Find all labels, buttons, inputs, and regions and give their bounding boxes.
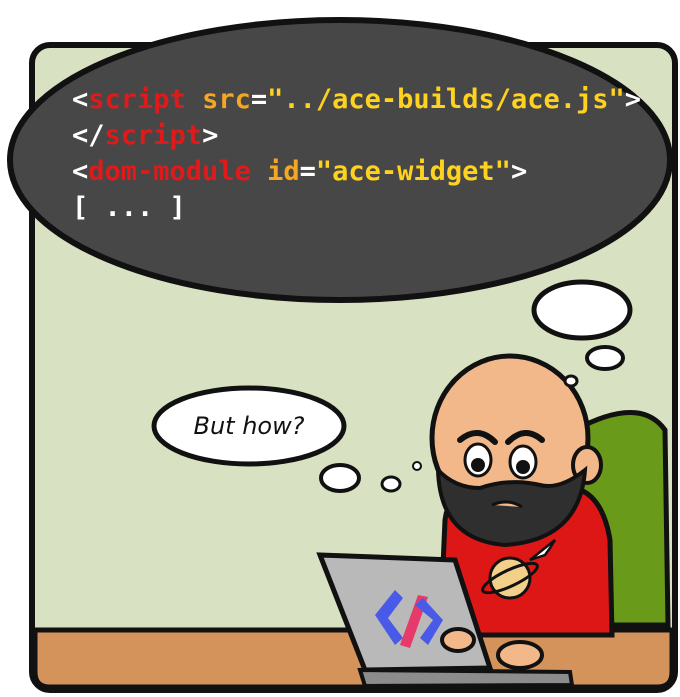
thought-trail-large	[531, 279, 633, 341]
code-line: <script src="../ace-builds/ace.js">	[72, 84, 641, 115]
laptop-base	[357, 667, 575, 689]
beard	[435, 464, 588, 548]
thought-trail-medium	[585, 345, 625, 371]
code-token: [ ... ]	[72, 192, 186, 223]
code-token: id	[267, 156, 300, 187]
code-block: <script src="../ace-builds/ace.js"></scr…	[72, 84, 641, 223]
code-line: <dom-module id="ace-widget">	[72, 156, 527, 187]
mouth	[491, 500, 523, 509]
speech-trail-small	[412, 461, 422, 471]
code-token: dom-module	[88, 156, 251, 187]
code-token: src	[202, 84, 251, 115]
code-token: >	[202, 120, 218, 151]
right-eyebrow	[505, 430, 545, 445]
speech-bubble	[151, 385, 347, 467]
left-eyebrow	[457, 430, 498, 445]
code-token: "ace-widget"	[316, 156, 511, 187]
rocket-planet-icon	[481, 539, 557, 600]
code-token: <	[72, 84, 88, 115]
code-token: <	[72, 156, 88, 187]
code-line: </script>	[72, 120, 218, 151]
code-token: =	[300, 156, 316, 187]
polymer-logo-icon	[375, 590, 443, 648]
left-hand	[440, 627, 476, 653]
speech-trail-medium	[380, 475, 402, 493]
speech-trail-large	[319, 463, 361, 493]
code-token	[186, 84, 202, 115]
code-token: "../ace-builds/ace.js"	[267, 84, 625, 115]
thought-trail-small	[563, 374, 579, 388]
code-token: >	[625, 84, 641, 115]
code-line: [ ... ]	[72, 192, 186, 223]
code-token: </	[72, 120, 105, 151]
code-token: =	[251, 84, 267, 115]
thought-bubble	[7, 17, 673, 303]
code-token: script	[88, 84, 186, 115]
code-token: >	[511, 156, 527, 187]
code-token: script	[105, 120, 203, 151]
right-hand	[496, 640, 544, 670]
speech-bubble-text: But how?	[194, 412, 305, 440]
code-token	[251, 156, 267, 187]
